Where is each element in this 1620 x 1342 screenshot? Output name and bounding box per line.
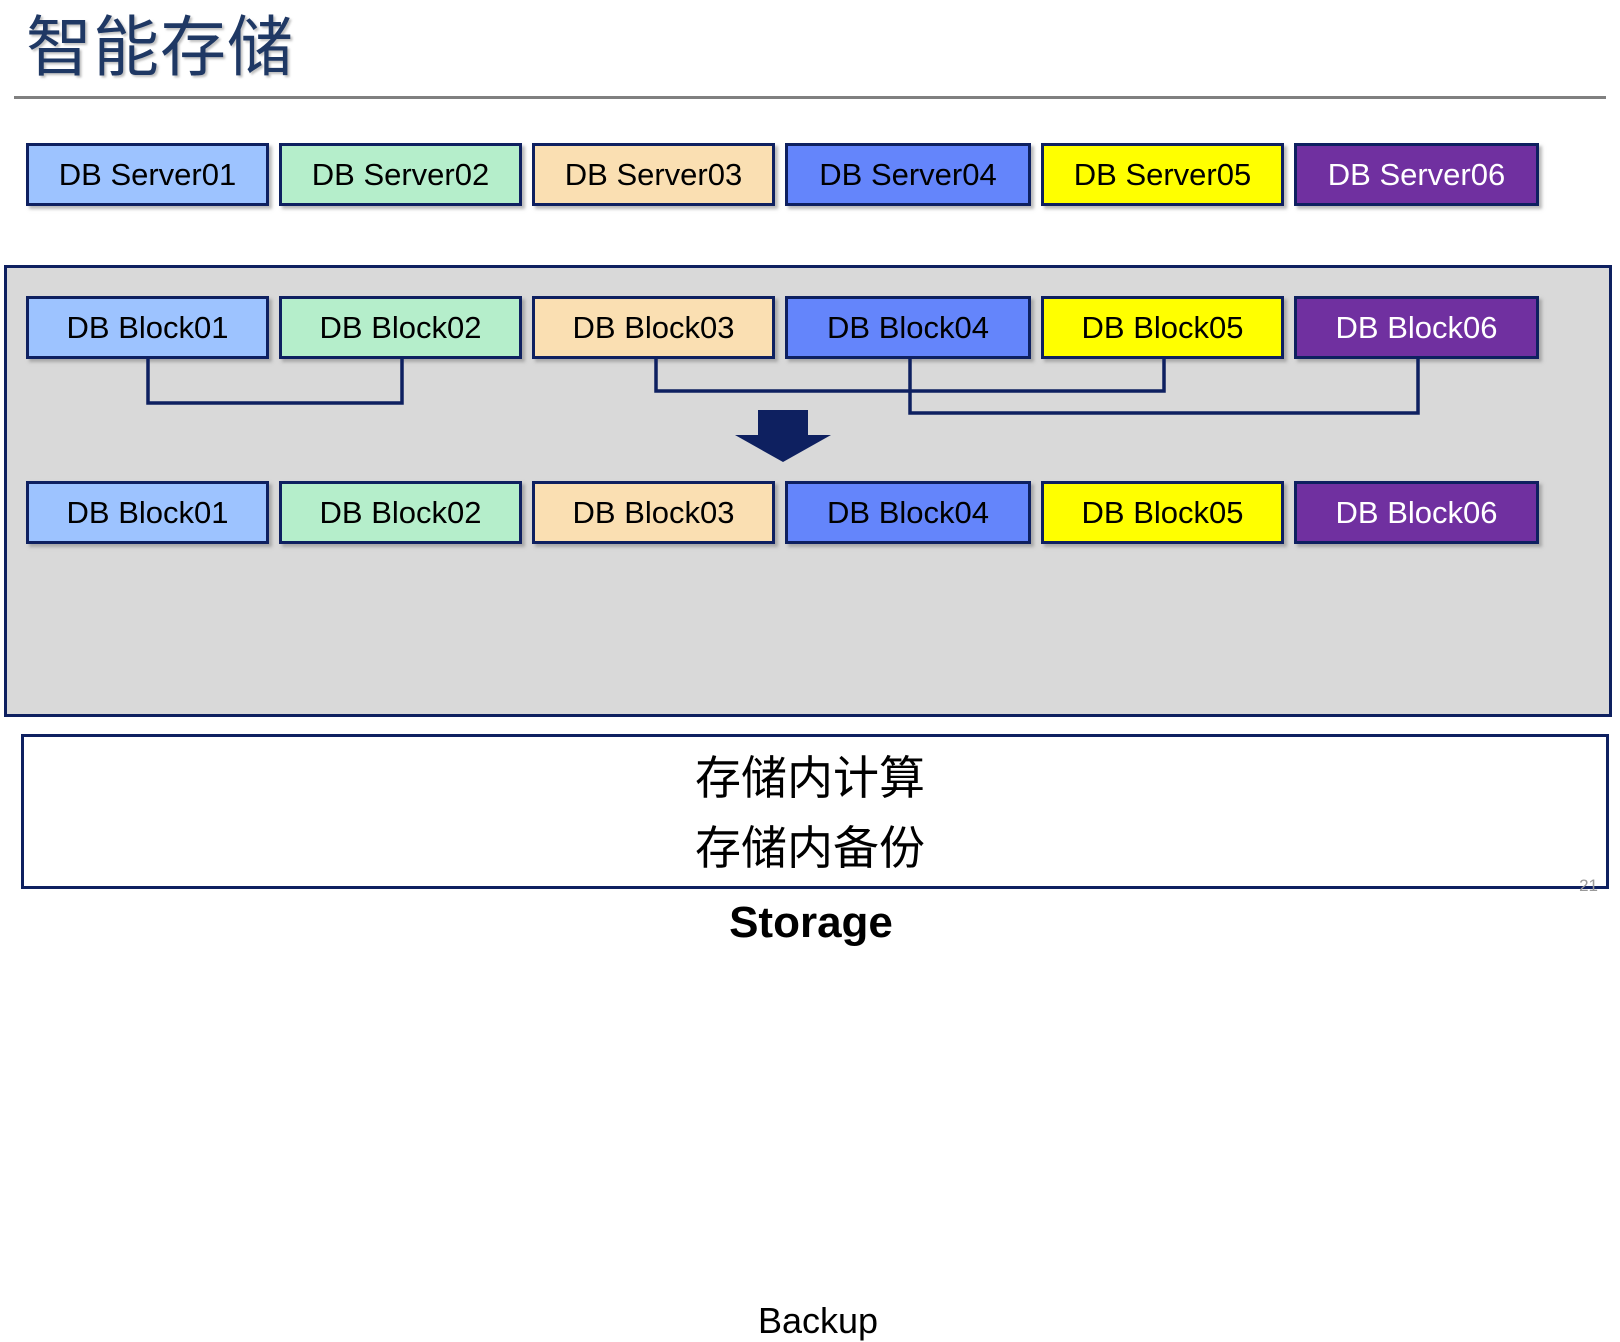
db-block-box-top-label: DB Block02 [319,310,482,345]
db-server-box-1[interactable]: DB Server01 [26,143,269,206]
backup-container: Backup [21,734,1609,1341]
db-block-box-top-6[interactable]: DB Block06 [1294,296,1539,359]
db-server-box-label: DB Server04 [819,157,997,192]
title-divider [14,96,1606,99]
db-server-box-label: DB Server05 [1073,157,1252,192]
db-block-box-bottom-2[interactable]: DB Block02 [279,481,522,544]
db-block-box-top-label: DB Block05 [1081,310,1244,345]
db-block-box-bottom-label: DB Block02 [319,495,482,530]
db-server-box-label: DB Server01 [58,157,237,192]
db-block-box-top-5[interactable]: DB Block05 [1041,296,1284,359]
db-block-box-bottom-6[interactable]: DB Block06 [1294,481,1539,544]
db-block-box-bottom-label: DB Block06 [1335,495,1498,530]
db-server-box-5[interactable]: DB Server05 [1041,143,1284,206]
db-block-box-bottom-1[interactable]: DB Block01 [26,481,269,544]
backup-label: Backup [757,1300,879,1341]
caption-line-1: 存储内计算 [695,752,925,804]
db-server-box-4[interactable]: DB Server04 [785,143,1031,206]
db-block-box-top-2[interactable]: DB Block02 [279,296,522,359]
caption-line-2: 存储内备份 [695,822,925,874]
db-block-box-top-label: DB Block04 [827,310,989,345]
db-block-box-bottom-5[interactable]: DB Block05 [1041,481,1284,544]
db-server-box-2[interactable]: DB Server02 [279,143,522,206]
db-server-box-3[interactable]: DB Server03 [532,143,775,206]
db-block-box-top-label: DB Block03 [572,310,735,345]
db-block-box-top-3[interactable]: DB Block03 [532,296,775,359]
db-block-box-top-label: DB Block06 [1335,310,1498,345]
page-number: 21 [1579,876,1598,895]
db-block-box-bottom-label: DB Block03 [572,495,735,530]
db-block-box-bottom-label: DB Block01 [66,495,229,530]
db-server-box-6[interactable]: DB Server06 [1294,143,1539,206]
db-server-box-label: DB Server03 [564,157,743,192]
db-block-box-bottom-label: DB Block05 [1081,495,1244,530]
db-server-box-label: DB Server02 [311,157,490,192]
db-block-box-top-4[interactable]: DB Block04 [785,296,1031,359]
db-block-box-top-label: DB Block01 [66,310,229,345]
db-block-box-bottom-label: DB Block04 [827,495,989,530]
page-title: 智能存储 [26,10,294,84]
db-server-box-label: DB Server06 [1327,157,1506,192]
db-block-box-top-1[interactable]: DB Block01 [26,296,269,359]
db-block-box-bottom-4[interactable]: DB Block04 [785,481,1031,544]
db-block-box-bottom-3[interactable]: DB Block03 [532,481,775,544]
storage-label: Storage [729,898,893,947]
